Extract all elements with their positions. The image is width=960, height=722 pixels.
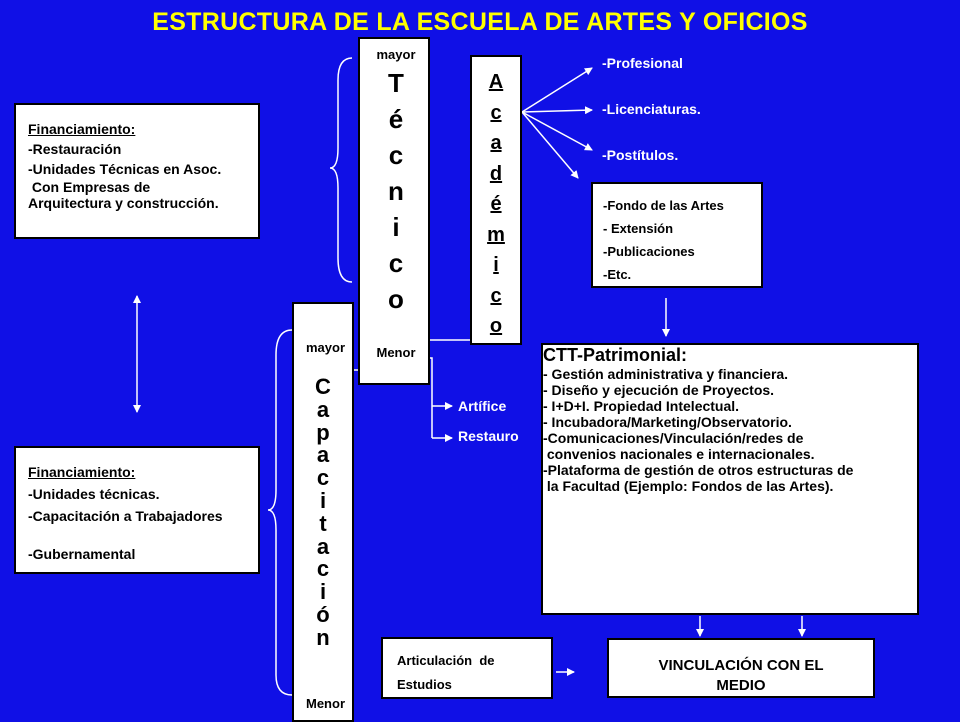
academico-letter: i — [493, 254, 499, 276]
academico-letter: o — [489, 315, 503, 337]
capacitacion-letter: C — [315, 374, 331, 399]
vinculacion-box: VINCULACIÓN CON EL MEDIO — [607, 638, 875, 698]
capacitacion-letter: t — [319, 510, 327, 536]
academico-letter: c — [490, 284, 502, 307]
academico-letter: m — [487, 223, 505, 246]
restauro-label: Restauro — [458, 428, 519, 444]
ctt-line: -Plataforma de gestión de otros estructu… — [543, 462, 854, 478]
tecnico-brace — [329, 57, 353, 283]
capacitacion-letter: c — [316, 556, 330, 582]
vinculacion-label: VINCULACIÓN CON EL MEDIO — [658, 657, 824, 694]
financing-box-top: Financiamiento: -Restauración -Unidades … — [14, 103, 260, 239]
articulacion-box: Articulación de Estudios — [381, 637, 553, 699]
ctt-heading: CTT-Patrimonial: — [543, 345, 688, 365]
capacitacion-letter: i — [319, 579, 327, 605]
fondo-line: -Publicaciones — [603, 244, 695, 259]
academic-item: -Profesional — [602, 55, 683, 71]
ctt-line: convenios nacionales e internacionales. — [543, 446, 815, 462]
tecnico-letter: c — [388, 248, 404, 278]
capacitacion-vertical-title: C a p a c i t a c i ó n — [294, 374, 352, 650]
capacitacion-letter: ó — [316, 601, 330, 627]
capacitacion-brace — [267, 329, 293, 696]
academico-letter: c — [490, 101, 502, 124]
financing-line: Con Empresas de — [28, 179, 151, 195]
financing-heading: Financiamiento: — [28, 464, 136, 480]
capacitacion-menor-label: Menor — [306, 696, 345, 711]
tecnico-menor-label: Menor — [376, 345, 416, 360]
financing-heading: Financiamiento: — [28, 121, 136, 137]
ctt-line: - Incubadora/Marketing/Observatorio. — [543, 414, 792, 430]
tecnico-mayor-label: mayor — [376, 47, 416, 62]
tecnico-letter: T — [388, 68, 404, 98]
tecnico-letter: n — [388, 176, 404, 206]
financing-line: -Gubernamental — [28, 546, 136, 562]
ctt-line: -Comunicaciones/Vinculación/redes de — [543, 430, 804, 446]
academic-item: -Postítulos. — [602, 147, 679, 163]
tecnico-letter: é — [388, 104, 404, 134]
ctt-line: - I+D+I. Propiedad Intelectual. — [543, 398, 740, 414]
academico-letter: a — [490, 132, 502, 154]
tecnico-box: mayor T é c n i c o Menor — [358, 37, 430, 385]
tecnico-letter: o — [388, 284, 404, 314]
financing-line: Arquitectura y construcción. — [28, 195, 219, 211]
academico-box: A c a d é m i c o — [470, 55, 522, 345]
financing-line: -Restauración — [28, 141, 122, 157]
ctt-box: CTT-Patrimonial: - Gestión administrativ… — [541, 343, 919, 615]
financing-box-bottom: Financiamiento: -Unidades técnicas. -Cap… — [14, 446, 260, 574]
academico-vertical-title: A c a d é m i c o — [472, 67, 520, 342]
page-title: ESTRUCTURA DE LA ESCUELA DE ARTES Y OFIC… — [152, 8, 808, 36]
capacitacion-mayor-label: mayor — [306, 340, 346, 355]
capacitacion-letter: a — [316, 396, 330, 422]
financing-line: -Unidades técnicas. — [28, 486, 160, 502]
artifice-label: Artífice — [458, 398, 507, 414]
ctt-line: la Facultad (Ejemplo: Fondos de las Arte… — [543, 478, 834, 494]
capacitacion-letter: i — [319, 487, 327, 513]
fondo-box: -Fondo de las Artes - Extensión -Publica… — [591, 182, 763, 288]
articulacion-line: Articulación de — [397, 653, 495, 668]
capacitacion-letter: c — [316, 465, 330, 491]
capacitacion-box: mayor C a p a c i t a c i ó n Menor — [292, 302, 354, 722]
capacitacion-letter: n — [316, 624, 330, 650]
fondo-line: -Etc. — [603, 267, 632, 282]
capacitacion-letter: a — [316, 533, 330, 559]
tecnico-letter: i — [392, 212, 400, 242]
tecnico-letter: c — [388, 140, 404, 170]
capacitacion-letter: p — [316, 419, 330, 445]
financing-line: -Unidades Técnicas en Asoc. — [28, 161, 222, 177]
academico-letter: A — [488, 71, 504, 93]
fondo-line: - Extensión — [603, 221, 674, 236]
academico-letter: d — [489, 162, 503, 185]
ctt-line: - Diseño y ejecución de Proyectos. — [543, 382, 775, 398]
academic-item: -Licenciaturas. — [602, 101, 701, 117]
tecnico-vertical-title: T é c n i c o — [360, 65, 432, 317]
capacitacion-letter: a — [316, 442, 330, 468]
articulacion-line: Estudios — [397, 677, 452, 692]
academico-letter: é — [490, 193, 502, 215]
ctt-line: - Gestión administrativa y financiera. — [543, 366, 789, 382]
fondo-line: -Fondo de las Artes — [603, 198, 724, 213]
financing-line: -Capacitación a Trabajadores — [28, 508, 223, 524]
